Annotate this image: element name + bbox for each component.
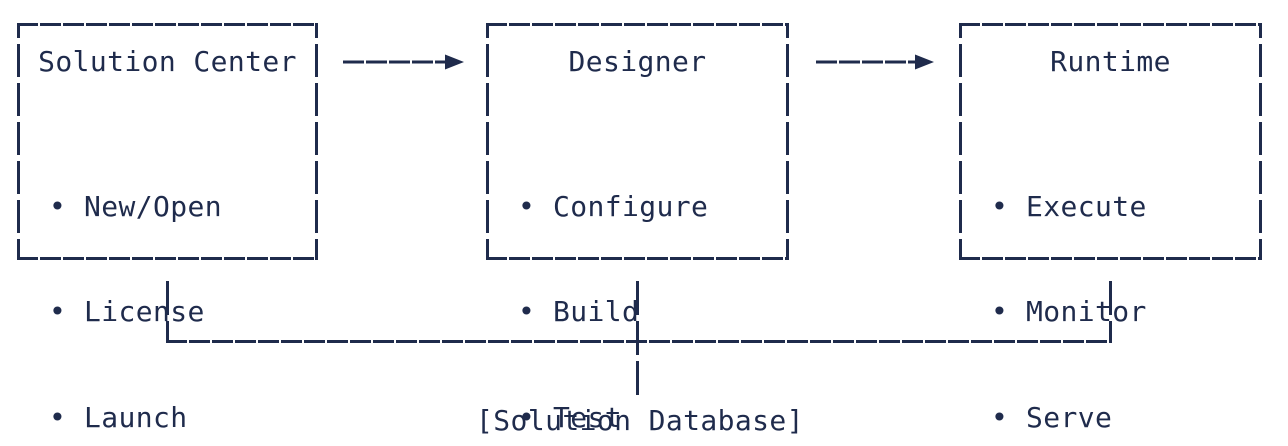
list-item-label: Monitor xyxy=(1026,295,1147,329)
bullet-icon: • xyxy=(49,295,67,329)
list-item-label: New/Open xyxy=(84,190,223,223)
arrow-right-icon xyxy=(816,54,934,70)
list-item: • Execute xyxy=(991,187,1147,226)
list-item: • Build xyxy=(518,292,708,331)
list-item: • Test xyxy=(518,398,708,437)
bullet-icon: • xyxy=(518,295,536,329)
list-item: • Serve xyxy=(991,398,1147,437)
list-item: • New/Open xyxy=(49,187,222,226)
bullet-icon: • xyxy=(991,400,1009,434)
bullet-icon: • xyxy=(518,190,536,223)
runtime-box-border xyxy=(959,23,1262,260)
solution-center-box-border xyxy=(17,23,318,260)
list-item-label: Build xyxy=(553,295,640,329)
solution-center-title: Solution Center xyxy=(38,45,297,78)
list-item-label: License xyxy=(84,295,205,329)
list-item-label: Test xyxy=(553,400,623,434)
designer-title: Designer xyxy=(568,45,707,78)
bullet-icon: • xyxy=(518,400,536,434)
bullet-icon: • xyxy=(49,190,67,223)
list-item: • Launch xyxy=(49,398,222,437)
list-item-label: Configure xyxy=(553,190,709,223)
list-item-label: Serve xyxy=(1026,400,1113,434)
list-item: • Monitor xyxy=(991,292,1147,331)
bullet-icon: • xyxy=(991,190,1009,223)
solution-center-items: • New/Open • License • Launch xyxy=(49,121,222,446)
runtime-title: Runtime xyxy=(1050,45,1171,78)
list-item-label: Launch xyxy=(84,400,188,434)
list-item: • License xyxy=(49,292,222,331)
database-connector-lines xyxy=(166,281,1112,396)
bullet-icon: • xyxy=(991,295,1009,329)
solution-database-label: [Solution Database] xyxy=(476,404,804,437)
designer-items: • Configure • Build • Test xyxy=(518,121,708,446)
bullet-icon: • xyxy=(49,400,67,434)
arrow-right-icon xyxy=(343,54,464,70)
list-item: • Configure xyxy=(518,187,708,226)
runtime-items: • Execute • Monitor • Serve xyxy=(991,121,1147,446)
list-item-label: Execute xyxy=(1026,190,1147,223)
designer-box-border xyxy=(486,23,789,260)
